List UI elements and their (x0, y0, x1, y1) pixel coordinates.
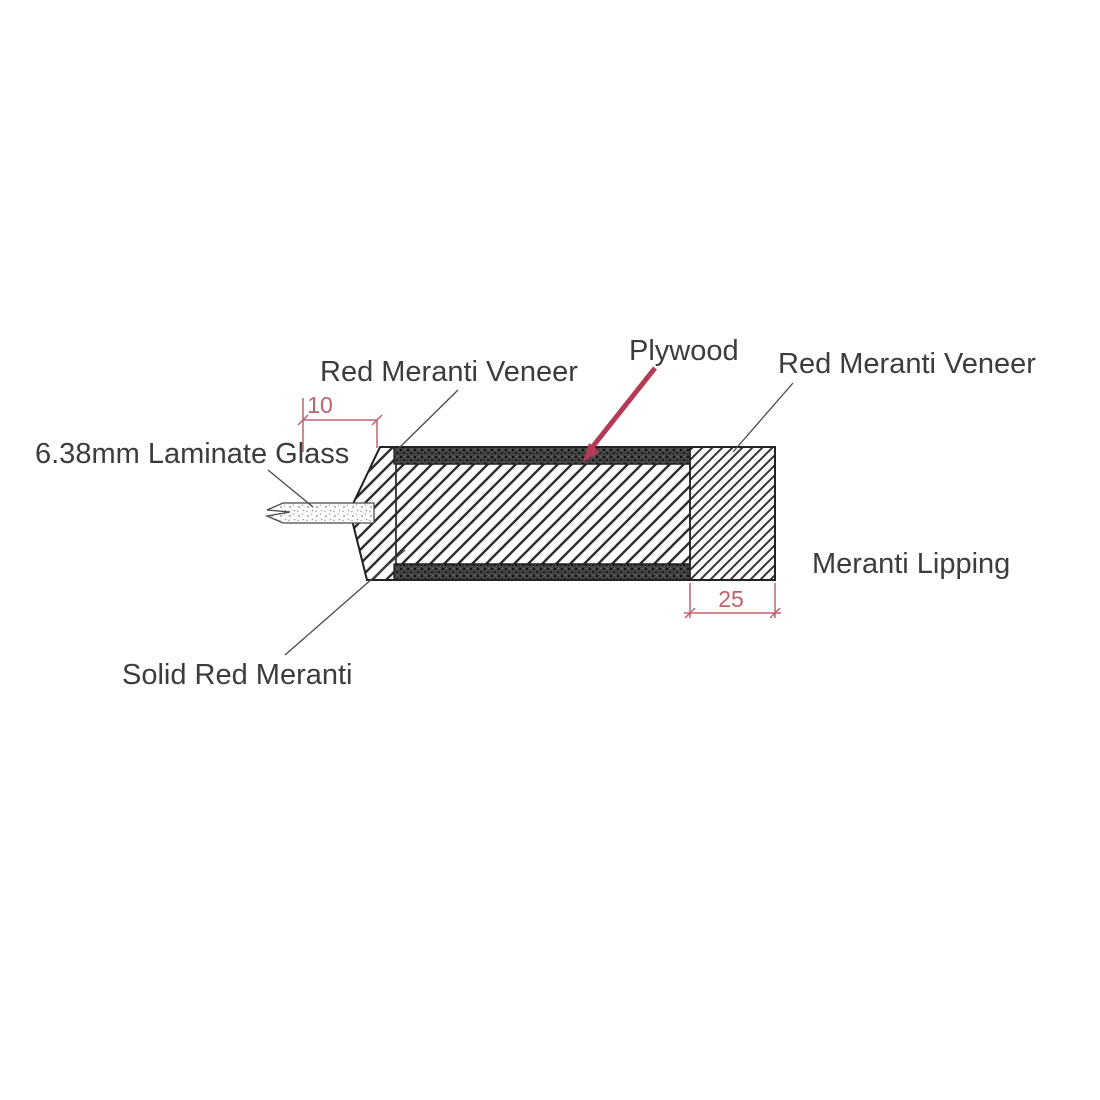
dimension-10: 10 (297, 392, 383, 452)
dimension-10-value: 10 (307, 392, 333, 418)
dimension-25: 25 (684, 583, 781, 619)
bottom-veneer-band (393, 563, 691, 581)
plywood-arrow (583, 366, 657, 462)
label-plywood: Plywood (629, 335, 739, 367)
top-veneer-band (393, 446, 691, 465)
glass-strip (264, 502, 375, 524)
label-red-meranti-veneer-right: Red Meranti Veneer (778, 348, 1036, 380)
leader-veneer-left (396, 389, 459, 451)
lipping-piece (689, 446, 776, 581)
label-laminate-glass: 6.38mm Laminate Glass (35, 438, 349, 470)
label-meranti-lipping: Meranti Lipping (812, 548, 1010, 580)
leader-veneer-right (732, 382, 794, 453)
leader-solid-meranti (284, 549, 406, 656)
leader-glass (267, 469, 314, 508)
label-solid-red-meranti: Solid Red Meranti (122, 659, 353, 691)
dimension-25-value: 25 (718, 586, 744, 612)
plywood-core (395, 463, 691, 565)
label-red-meranti-veneer-left: Red Meranti Veneer (320, 356, 578, 388)
